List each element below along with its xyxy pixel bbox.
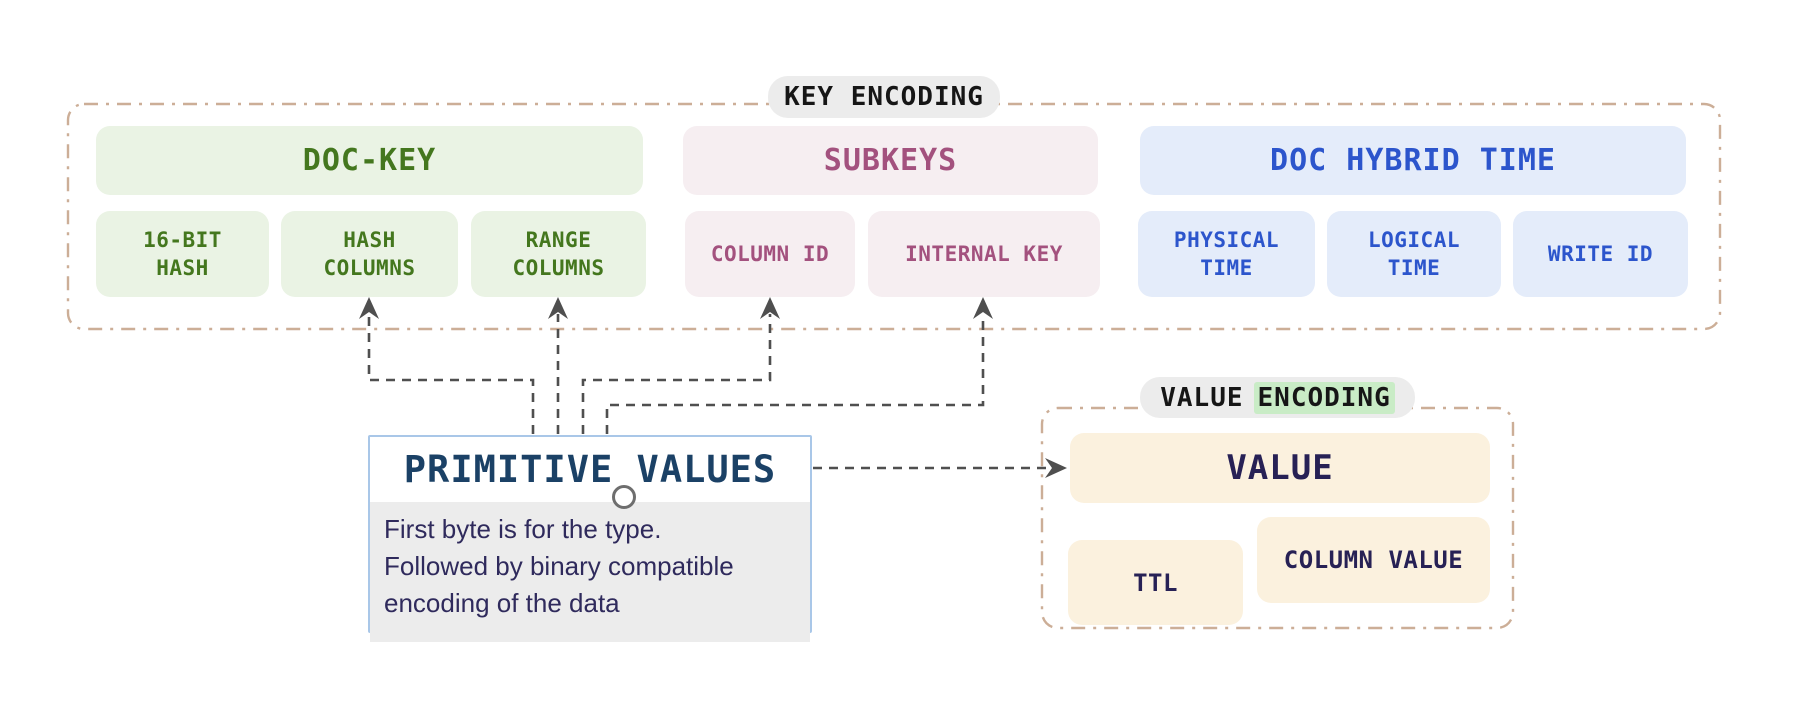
box-ttl: TTL (1068, 540, 1243, 625)
subkeys-header: SUBKEYS (683, 126, 1098, 195)
box-column-value: COLUMN VALUE (1257, 517, 1490, 603)
box-range-columns: RANGE COLUMNS (471, 211, 646, 297)
box-16-bit-hash: 16-BIT HASH (96, 211, 269, 297)
box-internal-key: INTERNAL KEY (868, 211, 1100, 297)
primitive-values-node[interactable]: PRIMITIVE VALUES First byte is for the t… (368, 435, 812, 642)
doc-hybrid-time-header: DOC HYBRID TIME (1140, 126, 1686, 195)
value-encoding-container (1040, 406, 1515, 630)
arrowhead-range-columns-icon (548, 297, 568, 319)
arrowhead-hash-columns-icon (359, 297, 379, 319)
box-logical-time: LOGICAL TIME (1327, 211, 1501, 297)
box-value: VALUE (1070, 433, 1490, 503)
key-encoding-container (66, 102, 1722, 331)
box-column-id: COLUMN ID (685, 211, 855, 297)
box-write-id: WRITE ID (1513, 211, 1688, 297)
arrowhead-column-id-icon (760, 297, 780, 319)
value-encoding-label: VALUE ENCODING (1140, 377, 1415, 418)
arrow-to-hash-columns (367, 314, 535, 434)
box-hash-columns: HASH COLUMNS (281, 211, 458, 297)
connection-handle-icon[interactable] (612, 485, 636, 509)
encoding-highlight: ENCODING (1253, 381, 1395, 414)
arrowhead-internal-key-icon (973, 297, 993, 319)
arrowhead-value-icon (1045, 458, 1067, 478)
arrow-to-column-id (581, 314, 772, 434)
primitive-values-title: PRIMITIVE VALUES (403, 448, 777, 491)
doc-key-header: DOC-KEY (96, 126, 643, 195)
arrow-to-internal-key (605, 314, 985, 434)
primitive-values-description: First byte is for the type. Followed by … (370, 502, 810, 642)
box-physical-time: PHYSICAL TIME (1138, 211, 1315, 297)
key-encoding-label: KEY ENCODING (768, 76, 1000, 118)
